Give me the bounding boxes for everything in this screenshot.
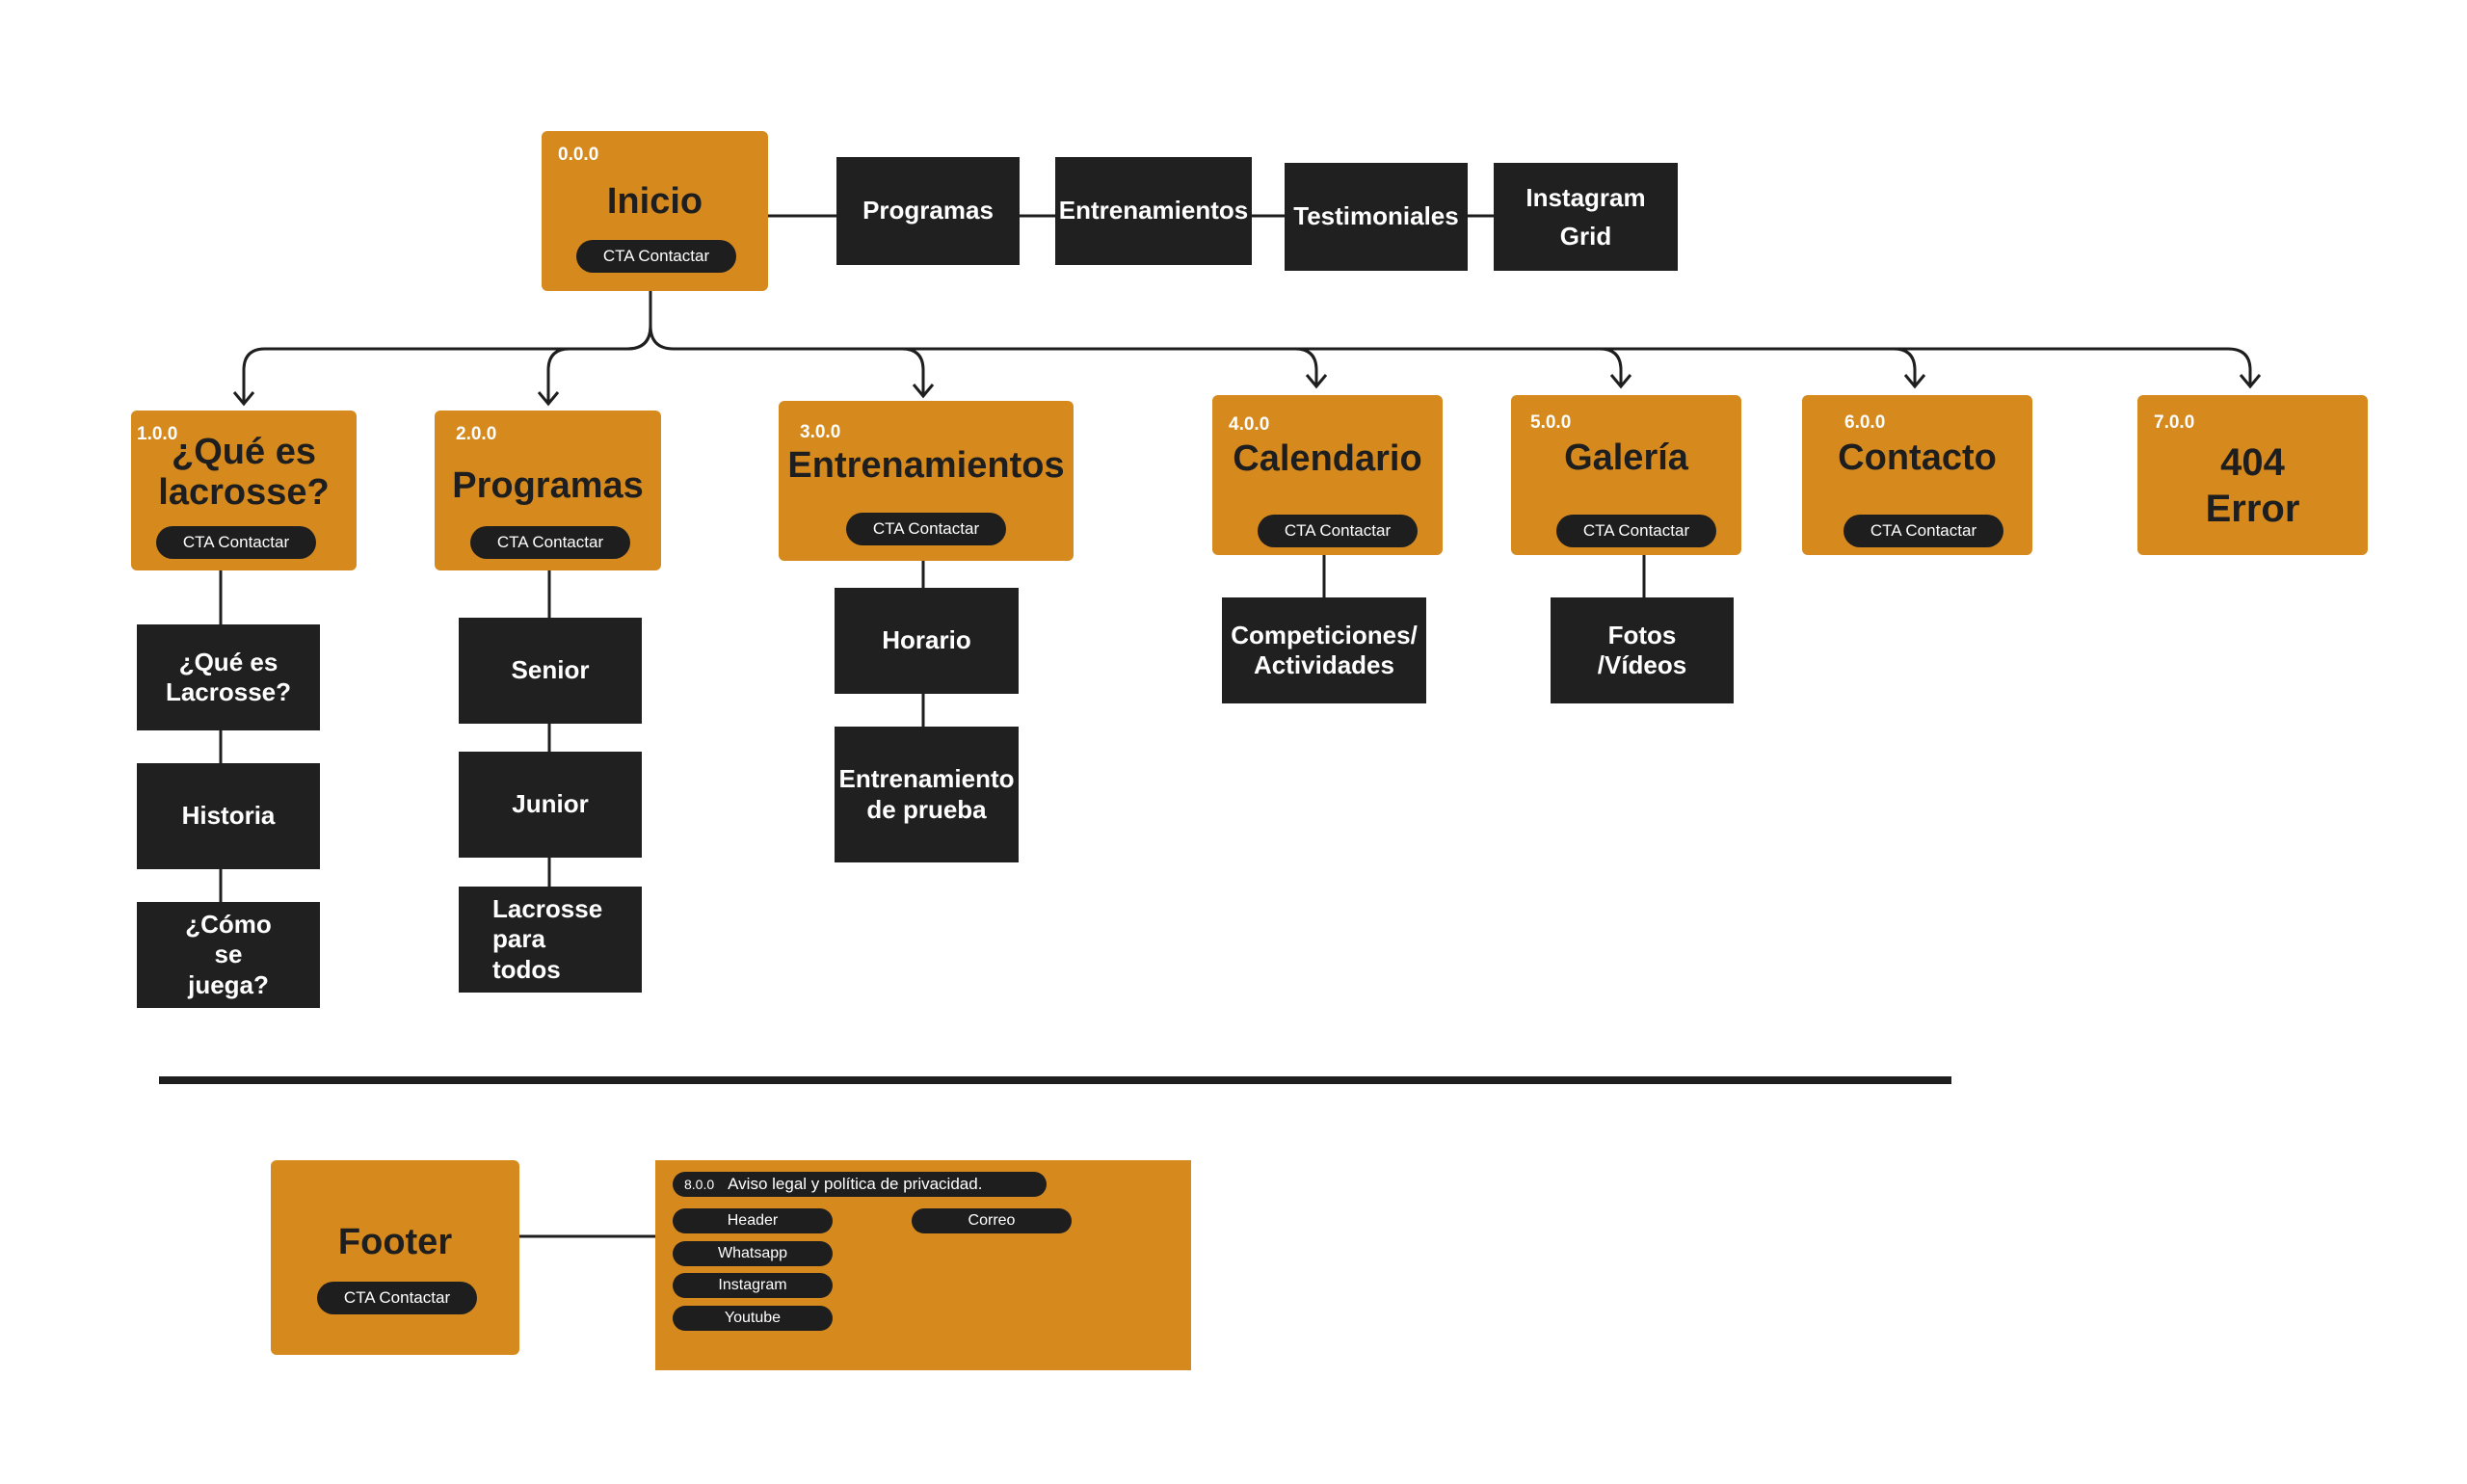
child-como-se-juega[interactable]: ¿Cómo se juega? [137,902,320,1008]
page-title: Programas [452,465,644,507]
footer-node[interactable]: Footer CTA Contactar [271,1160,519,1355]
page-code: 7.0.0 [2154,412,2195,433]
footer-link-correo[interactable]: Correo [912,1208,1072,1233]
page-node-galeria[interactable]: 5.0.0 Galería CTA Contactar [1511,395,1741,555]
page-node-calendario[interactable]: 4.0.0 Calendario CTA Contactar [1212,395,1443,555]
page-title: Entrenamientos [787,445,1065,487]
page-title: 404 Error [2205,441,2300,530]
child-senior[interactable]: Senior [459,618,642,724]
child-entrenamiento-de-prueba[interactable]: Entrenamiento de prueba [835,727,1019,862]
home-page-node[interactable]: 0.0.0 Inicio CTA Contactar [542,131,768,291]
page-title: Inicio [606,181,703,223]
page-title: Calendario [1233,438,1422,480]
page-node-que-es-lacrosse[interactable]: 1.0.0 ¿Qué es lacrosse? CTA Contactar [131,411,357,570]
page-node-404-error[interactable]: 7.0.0 404 Error [2137,395,2368,555]
page-code: 5.0.0 [1530,412,1572,433]
home-section-programas[interactable]: Programas [836,157,1020,265]
page-node-contacto[interactable]: 6.0.0 Contacto CTA Contactar [1802,395,2032,555]
legal-privacy-label: Aviso legal y política de privacidad. [728,1175,983,1193]
footer-link-whatsapp[interactable]: Whatsapp [673,1241,833,1266]
page-title: Contacto [1838,437,1997,479]
footer-content-panel: 8.0.0 Aviso legal y política de privacid… [655,1160,1191,1370]
child-lacrosse-para-todos[interactable]: Lacrosse para todos [459,887,642,993]
page-code: 3.0.0 [800,422,841,442]
child-competiciones-actividades[interactable]: Competiciones/ Actividades [1222,597,1426,703]
footer-link-header[interactable]: Header [673,1208,833,1233]
home-section-entrenamientos[interactable]: Entrenamientos [1055,157,1252,265]
home-section-testimoniales[interactable]: Testimoniales [1285,163,1468,271]
cta-contact-badge: CTA Contactar [1258,515,1418,547]
page-code: 6.0.0 [1844,412,1886,433]
page-code: 2.0.0 [456,424,497,444]
cta-contact-badge: CTA Contactar [1556,515,1716,547]
child-junior[interactable]: Junior [459,752,642,858]
cta-contact-badge: CTA Contactar [846,513,1006,545]
child-que-es-lacrosse[interactable]: ¿Qué es Lacrosse? [137,624,320,730]
footer-title: Footer [337,1222,453,1263]
cta-contact-badge: CTA Contactar [1844,515,2003,547]
page-node-programas[interactable]: 2.0.0 Programas CTA Contactar [435,411,661,570]
page-code: 1.0.0 [137,424,178,444]
cta-contact-badge: CTA Contactar [470,526,630,559]
child-horario[interactable]: Horario [835,588,1019,694]
legal-privacy-badge[interactable]: 8.0.0 Aviso legal y política de privacid… [673,1172,1047,1197]
page-code: 4.0.0 [1229,414,1270,435]
page-title: Galería [1564,437,1688,479]
home-section-instagram-grid[interactable]: Instagram Grid [1494,163,1678,271]
footer-code: 8.0.0 [684,1177,715,1192]
section-divider [159,1076,1951,1084]
footer-link-instagram[interactable]: Instagram [673,1273,833,1298]
child-fotos-videos[interactable]: Fotos /Vídeos [1551,597,1734,703]
child-historia[interactable]: Historia [137,763,320,869]
cta-contact-badge: CTA Contactar [156,526,316,559]
page-title: ¿Qué es lacrosse? [158,432,330,513]
page-node-entrenamientos[interactable]: 3.0.0 Entrenamientos CTA Contactar [779,401,1074,561]
footer-link-youtube[interactable]: Youtube [673,1306,833,1331]
cta-contact-badge: CTA Contactar [317,1282,477,1314]
page-code: 0.0.0 [558,145,599,165]
cta-contact-badge: CTA Contactar [576,240,736,273]
